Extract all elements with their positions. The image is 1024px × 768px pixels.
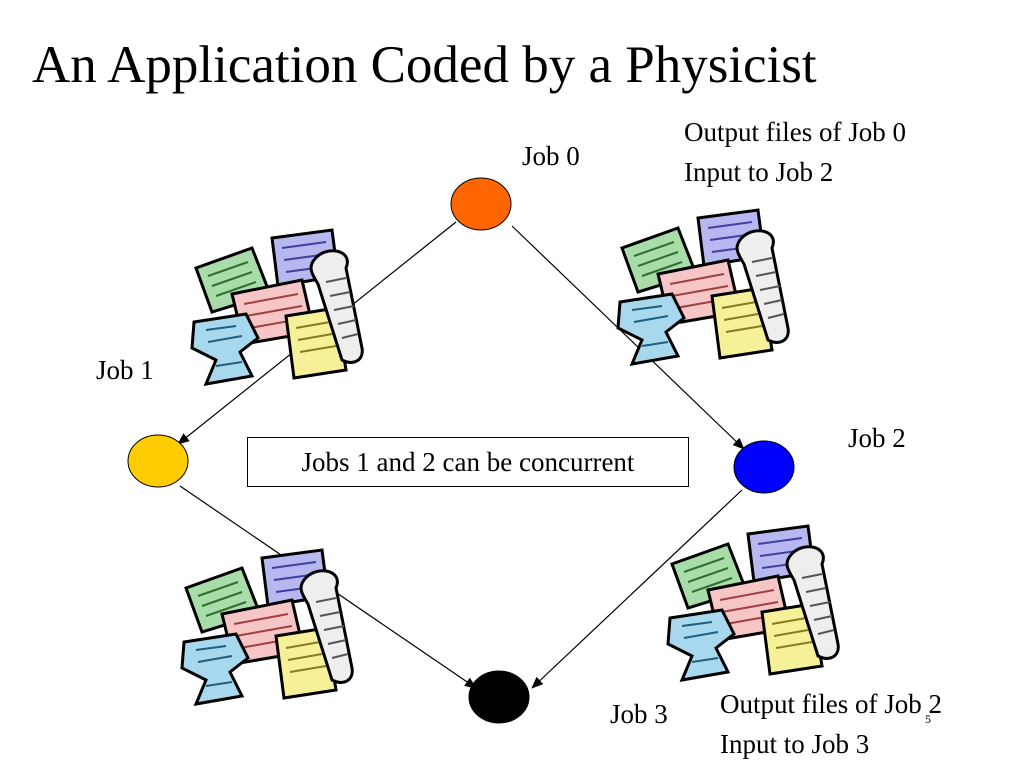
job-label-0: Job 0	[522, 141, 580, 171]
edge-job2-job3	[531, 489, 743, 689]
job-node-3	[468, 670, 530, 724]
file-stack-icon	[190, 228, 364, 386]
job-label-3: Job 3	[610, 699, 668, 729]
job-node-1	[127, 434, 189, 488]
output-job2-line2: Input to Job 3	[720, 729, 870, 759]
job-label-1: Job 1	[96, 355, 154, 385]
output-job0-line1: Output files of Job 0	[684, 117, 906, 147]
file-stack-icon	[666, 524, 840, 682]
edge-job0-job2	[511, 225, 745, 450]
job-node-2	[733, 440, 795, 494]
output-job0-line2: Input to Job 2	[684, 157, 834, 187]
file-stack-icon	[616, 208, 790, 366]
page-number: 5	[925, 712, 931, 726]
slide-title: An Application Coded by a Physicist	[32, 36, 817, 94]
job-label-2: Job 2	[848, 423, 906, 453]
output-job2-line1: Output files of Job 2	[720, 689, 942, 719]
file-stack-icon	[180, 548, 354, 706]
job-node-0	[450, 177, 512, 231]
concurrency-note: Jobs 1 and 2 can be concurrent	[247, 437, 689, 487]
